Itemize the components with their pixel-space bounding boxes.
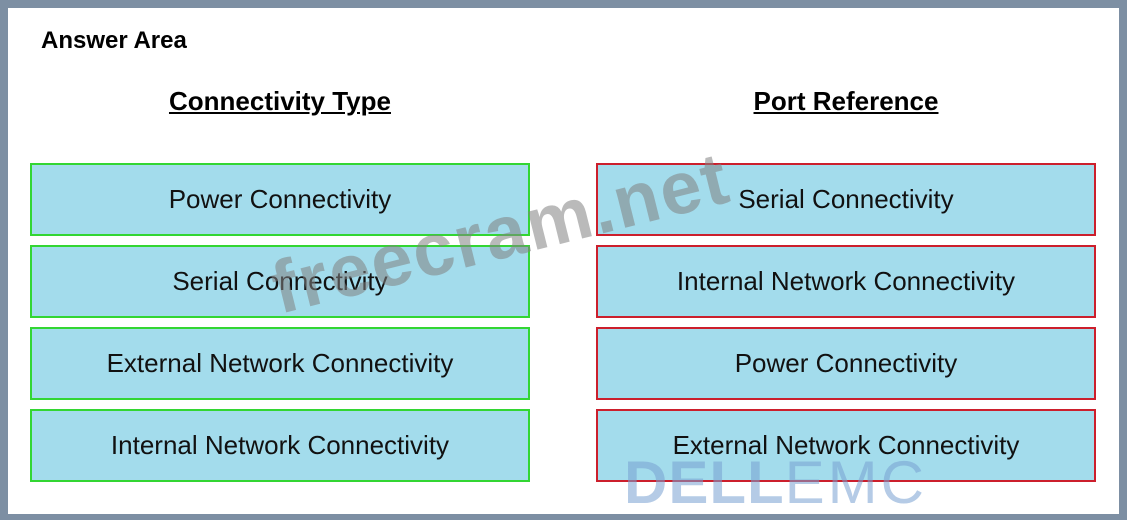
port-reference-heading: Port Reference [753,86,939,116]
port-reference-column: Serial Connectivity Internal Network Con… [596,163,1096,491]
connectivity-type-item-internal-network[interactable]: Internal Network Connectivity [30,409,530,482]
connectivity-type-item-external-network[interactable]: External Network Connectivity [30,327,530,400]
port-reference-item-power[interactable]: Power Connectivity [596,327,1096,400]
connectivity-type-item-power[interactable]: Power Connectivity [30,163,530,236]
connectivity-type-column: Power Connectivity Serial Connectivity E… [30,163,530,491]
answer-area-panel: Answer Area Connectivity Type Port Refer… [8,8,1119,514]
port-reference-item-external-network[interactable]: External Network Connectivity [596,409,1096,482]
port-reference-item-serial[interactable]: Serial Connectivity [596,163,1096,236]
port-reference-item-internal-network[interactable]: Internal Network Connectivity [596,245,1096,318]
answer-area-title: Answer Area [41,27,187,54]
connectivity-type-item-serial[interactable]: Serial Connectivity [30,245,530,318]
connectivity-type-heading: Connectivity Type [168,86,391,116]
